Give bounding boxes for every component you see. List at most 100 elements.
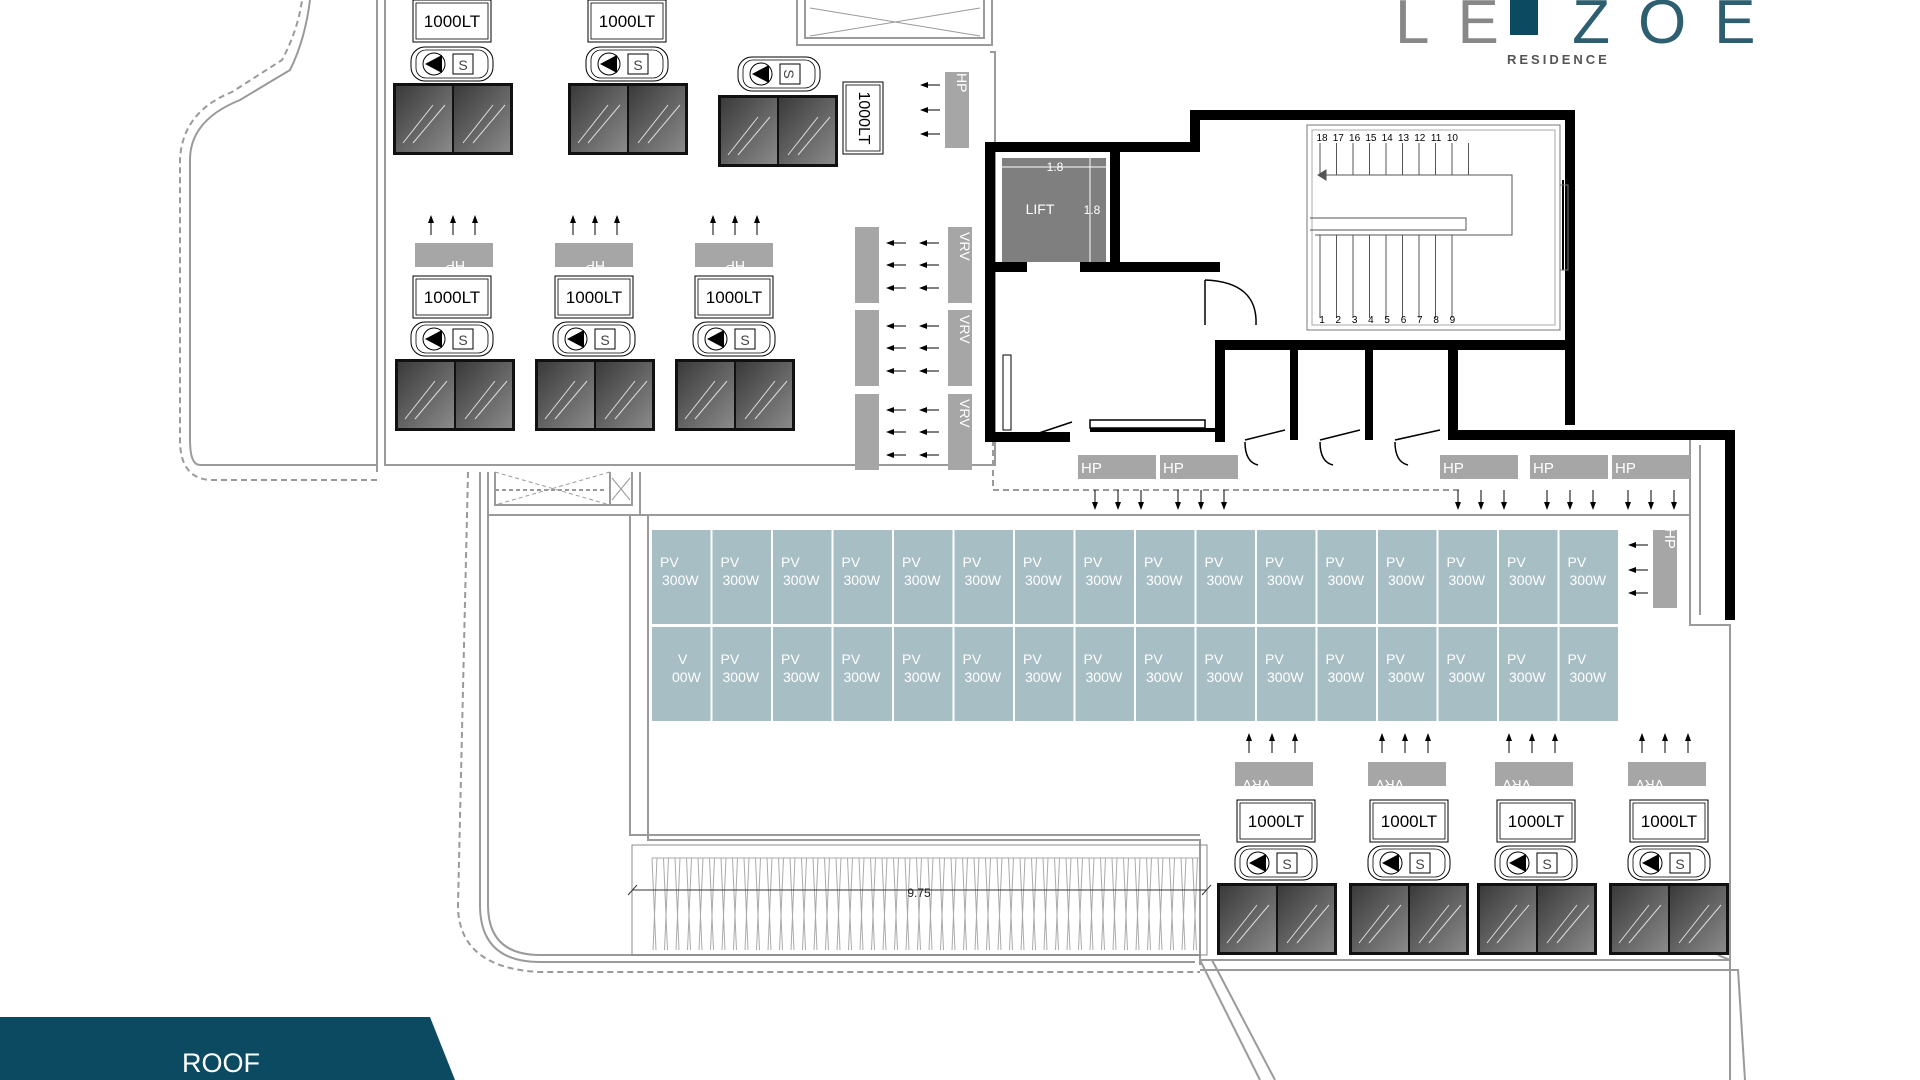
pump-label: S (1675, 856, 1684, 872)
airflow-arrow-icon (919, 368, 939, 374)
pv-panel-wattage: 300W (1146, 669, 1183, 685)
pv-panel-label: PV (1447, 554, 1466, 570)
unit-label: HP (1163, 460, 1184, 477)
airflow-arrow-icon (919, 323, 939, 329)
pv-panel-label: V (678, 651, 688, 667)
pv-panel-wattage: 300W (904, 669, 941, 685)
lift-label: LIFT (1026, 201, 1055, 217)
airflow-arrow-icon (1685, 733, 1691, 753)
airflow-arrow-icon (919, 345, 939, 351)
pump-label: S (1542, 856, 1551, 872)
stair-number: 13 (1398, 133, 1410, 144)
stair-number: 7 (1417, 315, 1423, 326)
airflow-arrow-icon (1506, 733, 1512, 753)
unit-label: VRV (1242, 777, 1271, 793)
airflow-arrow-icon (1221, 490, 1227, 510)
airflow-arrow-icon (754, 215, 760, 235)
water-tank: 1000LT (1236, 799, 1316, 843)
heat-pump-unit: HP (695, 243, 773, 274)
airflow-arrow-icon (1625, 490, 1631, 510)
airflow-arrow-icon (1639, 733, 1645, 753)
airflow-arrow-icon (1115, 490, 1121, 510)
pv-panel-label: PV (1568, 554, 1587, 570)
water-tank: 1000LT (554, 275, 634, 319)
airflow-arrow-icon (920, 107, 940, 113)
tank-label: 1000LT (706, 288, 762, 307)
stair-number: 1 (1319, 315, 1325, 326)
airflow-arrow-icon (1402, 733, 1408, 753)
pv-panel-wattage: 300W (1328, 572, 1365, 588)
airflow-arrow-icon (592, 215, 598, 235)
pv-panel-label: PV (1144, 554, 1163, 570)
pv-panel-label: PV (1386, 554, 1405, 570)
pv-array: PV 300W PV 300W PV 300W PV 300W PV 300W PV 300W PV 30… (652, 530, 1618, 721)
solar-water-heater (393, 83, 513, 155)
pv-panel-wattage: 300W (783, 572, 820, 588)
heat-pump-unit: HP (1160, 455, 1238, 479)
water-tank: 1000LT (1369, 799, 1449, 843)
airflow-arrow-icon (886, 429, 906, 435)
pv-panel-wattage: 300W (1207, 669, 1244, 685)
pv-panel-wattage: 00W (672, 669, 702, 685)
pv-panel-wattage: 300W (1025, 572, 1062, 588)
stair-number: 14 (1382, 133, 1394, 144)
pump-icon: S (737, 56, 821, 92)
pump-label: S (781, 69, 797, 78)
logo-wordmark: LE ZOE (1395, 0, 1784, 54)
pv-panel-wattage: 300W (1570, 572, 1607, 588)
vrv-unit: VRV (840, 394, 879, 470)
pv-panel-label: PV (1265, 651, 1284, 667)
airflow-arrow-icon (710, 215, 716, 235)
vrv-unit: VRV (840, 310, 879, 386)
unit-label: VRV (1635, 777, 1664, 793)
airflow-arrow-icon (886, 407, 906, 413)
heat-pump-unit: HP (1078, 455, 1156, 479)
stair-number: 12 (1414, 133, 1426, 144)
vrv-unit: VRV (948, 394, 973, 470)
pv-panel-label: PV (781, 651, 800, 667)
logo-part-zoe: ZOE (1572, 0, 1784, 57)
pump-icon: S (552, 321, 636, 357)
solar-water-heater (395, 359, 515, 431)
vrv-unit: VRV (948, 227, 973, 303)
pv-panel-label: PV (1265, 554, 1284, 570)
pump-icon: S (1494, 845, 1578, 881)
water-tank: 1000LT (412, 0, 492, 43)
airflow-arrow-icon (1478, 490, 1484, 510)
pv-panel-wattage: 300W (1146, 572, 1183, 588)
airflow-arrow-icon (919, 285, 939, 291)
vrv-unit: VRV (1235, 762, 1313, 793)
pv-panel-wattage: 300W (1086, 572, 1123, 588)
unit-label: HP (446, 258, 465, 274)
core-walls (985, 110, 1735, 620)
unit-label: HP (954, 73, 970, 92)
pump-icon: S (410, 321, 494, 357)
airflow-arrow-icon (1092, 490, 1098, 510)
pv-panel-label: PV (842, 651, 861, 667)
pv-panel: PV 300W (1559, 530, 1618, 624)
unit-label: VRV (957, 232, 973, 261)
pv-panel-label: PV (1084, 651, 1103, 667)
stair-number: 6 (1401, 315, 1407, 326)
pv-panel-label: PV (721, 651, 740, 667)
heat-pump-unit: HP (1653, 528, 1678, 608)
stair-number: 8 (1433, 315, 1439, 326)
stair-number: 3 (1352, 315, 1358, 326)
decking: 9.75 (627, 844, 1212, 956)
